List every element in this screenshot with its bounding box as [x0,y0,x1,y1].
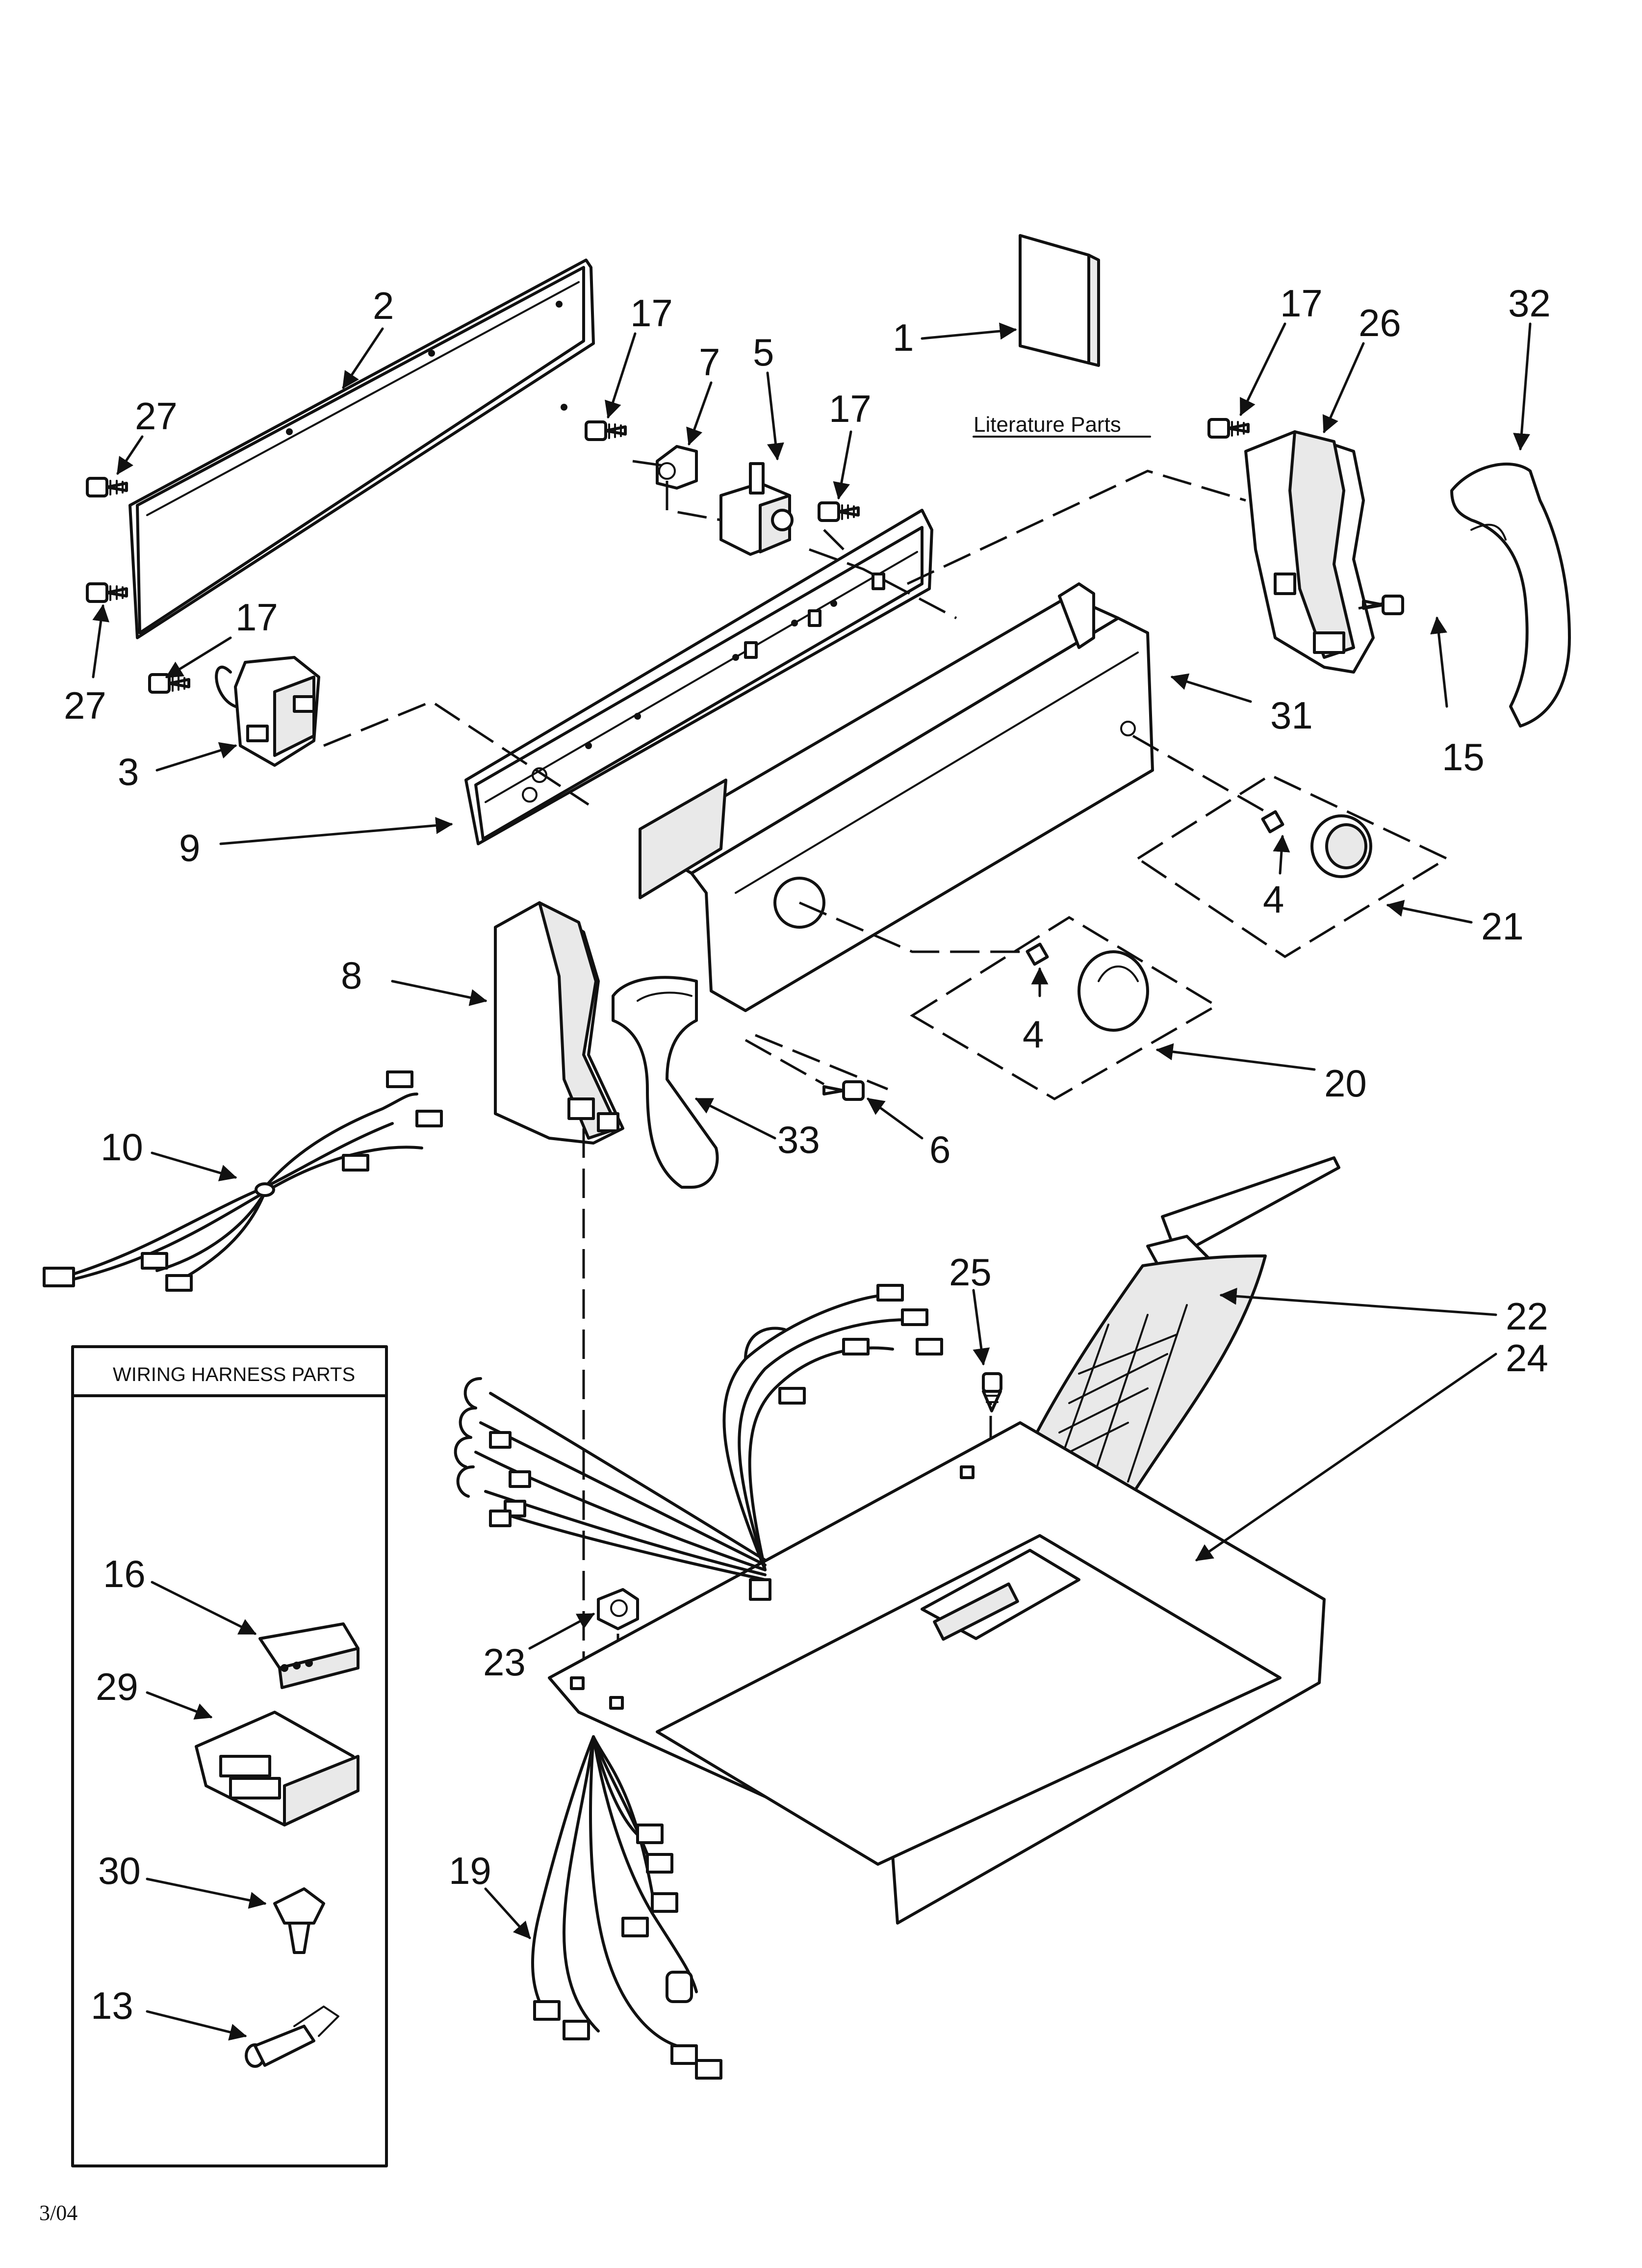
callout-27-bottom: 27 [64,684,106,727]
callout-27-top: 27 [135,394,178,438]
literature-parts-label: Literature Parts [974,413,1121,437]
terminal-13-drawing [245,2006,339,2068]
right-handle-drawing [1450,462,1571,728]
lower-wire-harness-drawing [531,1735,722,2080]
control-panel-bracket-drawing [464,509,933,845]
callout-9: 9 [179,826,200,869]
connector-30-drawing [273,1887,325,1954]
callout-26: 26 [1359,301,1401,344]
callout-10: 10 [101,1125,143,1169]
connector-16-drawing [258,1622,359,1689]
screw-25-drawing [982,1372,1002,1412]
callout-32: 32 [1508,282,1551,325]
plug-23-drawing [597,1588,639,1630]
callout-15: 15 [1442,735,1485,779]
screw-17-right-drawing [1207,418,1250,439]
callout-6: 6 [929,1128,950,1171]
console-housing-drawing [639,582,1154,1012]
screw-17-mid-drawing [818,501,860,522]
callout-7: 7 [699,340,720,384]
literature-booklet-drawing [973,234,1151,438]
leader-arrows [92,322,1532,2041]
knob-21-drawing [1135,774,1450,958]
callout-20: 20 [1324,1062,1367,1105]
callout-13: 13 [91,1984,133,2027]
rear-panel-drawing [128,259,595,639]
callout-23: 23 [483,1641,526,1684]
callout-22: 22 [1506,1295,1548,1338]
callout-4-upper: 4 [1263,878,1284,921]
callout-17-mid: 17 [829,387,872,430]
callout-1: 1 [893,316,914,359]
screw-27-top-drawing [86,477,128,497]
screw-17-left-drawing [148,673,190,694]
assembly-dashed-lines [323,460,1384,1707]
callout-21: 21 [1481,905,1524,948]
callout-29: 29 [96,1665,138,1708]
screw-6-drawing [822,1080,865,1101]
callout-8: 8 [341,954,362,997]
callout-3: 3 [118,750,139,793]
screw-17-center-drawing [585,420,627,441]
date-code: 3/04 [39,2201,77,2225]
knob-20-drawing [910,916,1219,1100]
lint-screen-drawing [999,1156,1340,1512]
top-panel-drawing [548,1421,1326,1925]
callout-31: 31 [1270,694,1313,737]
bracket-7-drawing [656,445,698,490]
switch-assembly-drawing [215,656,320,767]
connector-29-drawing [195,1711,359,1826]
callout-33: 33 [777,1118,820,1161]
main-wire-harness-drawing [454,1284,943,1581]
callout-17-right: 17 [1280,282,1323,325]
wiring-harness-parts-box [71,1345,388,2167]
screw-27-bottom-drawing [86,582,128,603]
callout-17-left: 17 [235,596,278,639]
callout-2: 2 [373,284,394,327]
wiring-harness-box-title: WIRING HARNESS PARTS [113,1364,355,1385]
callout-17-center: 17 [630,291,673,335]
callout-5: 5 [753,331,774,374]
callout-30: 30 [98,1849,141,1892]
callout-16: 16 [103,1552,146,1595]
callout-24: 24 [1506,1336,1548,1380]
right-end-cap-drawing [1244,430,1375,674]
callout-19: 19 [449,1849,491,1892]
callout-4-lower: 4 [1023,1013,1044,1056]
left-end-cap-drawing [494,901,624,1145]
wire-harness-10-drawing [43,1070,443,1292]
timer-5-drawing [719,462,794,556]
callout-25: 25 [949,1251,992,1294]
screw-15-drawing [1362,595,1404,615]
left-handle-drawing [612,976,719,1189]
